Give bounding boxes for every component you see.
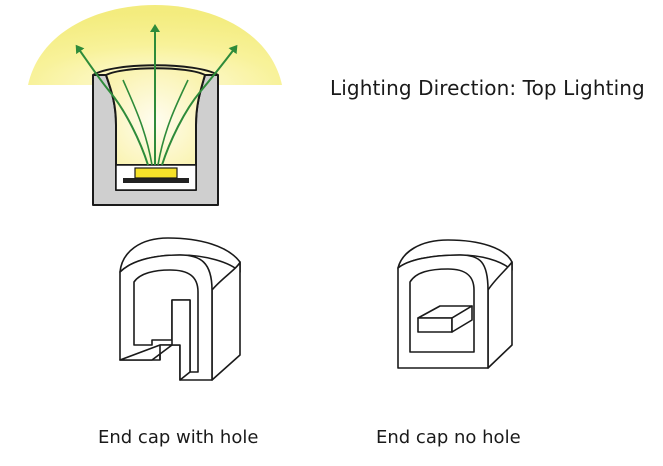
end-cap-no-hole-label: End cap no hole bbox=[376, 427, 521, 448]
end-cap-no-hole-drawing bbox=[397, 239, 513, 369]
cap-hole-slot bbox=[171, 299, 191, 381]
arrow-left bbox=[75, 44, 149, 166]
end-cap-with-hole-drawing bbox=[119, 237, 241, 381]
end-cap-with-hole-label: End cap with hole bbox=[98, 427, 259, 448]
arrow-left-mid bbox=[122, 79, 153, 166]
led-pcb bbox=[123, 178, 189, 183]
cap-side-face bbox=[211, 261, 241, 381]
neon-profile-top-lighting bbox=[28, 5, 282, 206]
cap-bottom-step bbox=[119, 344, 173, 361]
cap2-side-face bbox=[487, 261, 513, 369]
cap2-inner-block-front bbox=[417, 317, 453, 333]
cap2-inner-block-side bbox=[451, 305, 473, 333]
arrow-right bbox=[161, 44, 238, 166]
arrow-right-mid bbox=[157, 79, 189, 166]
led-chip bbox=[134, 167, 178, 179]
lighting-direction-label: Lighting Direction: Top Lighting bbox=[330, 76, 645, 100]
